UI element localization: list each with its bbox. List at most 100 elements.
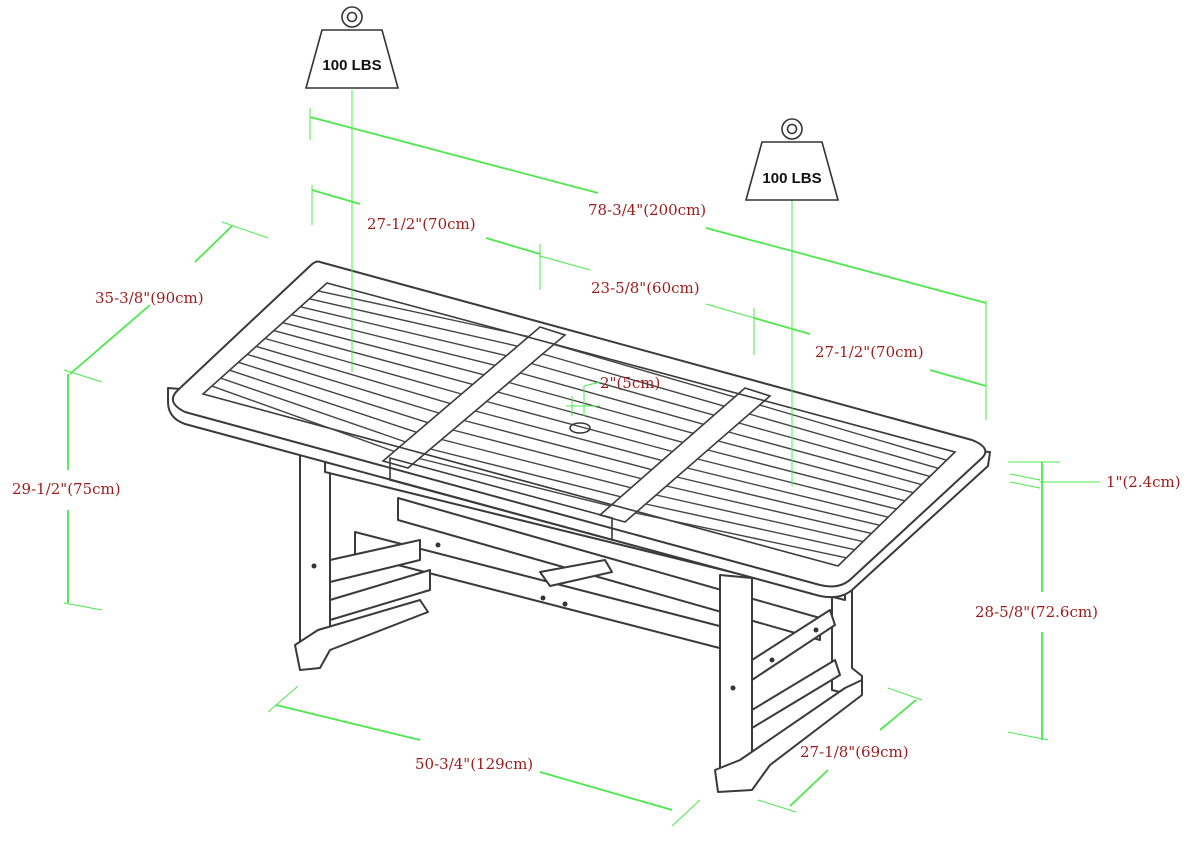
top-thickness-label: 1"(2.4cm) [1106, 473, 1181, 491]
dimension-lines [63, 90, 1100, 827]
slat-line [291, 314, 496, 366]
weight-ring-inner [786, 123, 798, 135]
slat-line [229, 369, 417, 433]
tabletop [171, 260, 987, 588]
left-lower-rail [329, 569, 431, 621]
base-width-label: 27-1/8"(69cm) [800, 743, 909, 761]
bolt [540, 595, 546, 601]
weight-label: 100 LBS [762, 170, 821, 187]
base-width-line-b [789, 769, 829, 807]
slat-line [300, 306, 507, 357]
slat-line [759, 404, 947, 461]
bolt [813, 627, 819, 633]
left-section-line-b [485, 237, 541, 255]
width-line-a [194, 225, 233, 263]
slat-line [697, 458, 897, 510]
base-length-label: 50-3/4"(129cm) [415, 755, 533, 773]
slat-line [255, 345, 451, 405]
cross-board-right [598, 387, 772, 523]
slat-line [273, 329, 473, 386]
umbrella-hole-label: 2"(5cm) [600, 374, 660, 392]
slat-line [317, 290, 529, 338]
table-drawing [167, 260, 991, 793]
right-foot [714, 679, 863, 793]
total-length-label: 78-3/4"(200cm) [588, 201, 706, 219]
width-line-b [69, 304, 151, 375]
middle-line-b [705, 303, 755, 319]
width-tick-top [221, 221, 269, 239]
left-trestle [294, 447, 441, 671]
slat-line [553, 343, 735, 398]
length-line-b [705, 227, 987, 304]
left-front-leg [299, 447, 331, 646]
leg-height-tick-bottom [1007, 731, 1049, 741]
slat-line [238, 361, 429, 424]
hole-leader [583, 381, 601, 387]
slat-line [452, 429, 642, 480]
right-lower-rail [751, 659, 841, 729]
leg-height-label: 28-5/8"(72.6cm) [975, 603, 1098, 621]
slat-line [211, 385, 395, 453]
weight-left: 100 LBS [304, 6, 400, 89]
beam-bracket [539, 559, 613, 587]
slat-line [309, 298, 518, 347]
slat-line [676, 476, 880, 526]
left-section-line-a [311, 189, 361, 205]
base-length-line-a [275, 704, 421, 741]
bolt [311, 563, 317, 569]
weight-ring-inner [346, 11, 358, 23]
width-label: 35-3/8"(90cm) [95, 289, 204, 307]
left-section-label: 27-1/2"(70cm) [367, 215, 476, 233]
weight-icon [744, 141, 840, 201]
slat-line [282, 321, 485, 376]
slat-line [686, 467, 889, 518]
slat-line [718, 440, 914, 494]
height-tick-bottom [63, 602, 103, 611]
right-trestle [714, 574, 863, 793]
bolt [435, 542, 441, 548]
slat-line [655, 494, 864, 543]
width-tick-bottom [63, 369, 103, 383]
umbrella-hole [569, 422, 591, 434]
slat-line [508, 381, 694, 435]
slat-line [645, 503, 855, 551]
weight-label: 100 LBS [322, 57, 381, 74]
right-section-line-a [753, 317, 811, 335]
slat-line [542, 353, 725, 407]
slat-line [264, 337, 462, 395]
right-section-label: 27-1/2"(70cm) [815, 343, 924, 361]
slat-line [519, 372, 704, 425]
slat-line [430, 448, 621, 498]
middle-line-a [539, 255, 591, 271]
slat-line [247, 353, 440, 414]
base-width-line-a [879, 699, 917, 731]
left-diagonal-rail [329, 539, 421, 583]
slat-line [486, 400, 673, 453]
right-front-leg [719, 574, 753, 783]
weight-right: 100 LBS [744, 118, 840, 201]
slat-line [497, 391, 684, 444]
weight-icon [304, 29, 400, 89]
slat-line [220, 377, 406, 443]
base-length-tick-right [671, 799, 701, 827]
slat-line [475, 410, 663, 462]
thickness-tick-b [1009, 481, 1041, 489]
base-width-tick-top [887, 687, 923, 701]
left-foot [294, 599, 429, 671]
slat-line [463, 419, 652, 471]
right-section-line-b [929, 369, 987, 387]
middle-section-label: 23-5/8"(60cm) [591, 279, 700, 297]
slat-line [635, 512, 847, 559]
thickness-tick-a [1009, 473, 1041, 481]
slat-line [749, 413, 939, 469]
slat-line [441, 438, 632, 489]
base-width-tick-bottom [757, 799, 797, 813]
length-line-a [309, 116, 599, 194]
height-label: 29-1/2"(75cm) [12, 480, 121, 498]
slat-line [738, 422, 931, 478]
bolt [730, 685, 736, 691]
bolt [562, 601, 568, 607]
cross-board-left [381, 326, 567, 469]
slat-line [728, 431, 922, 486]
